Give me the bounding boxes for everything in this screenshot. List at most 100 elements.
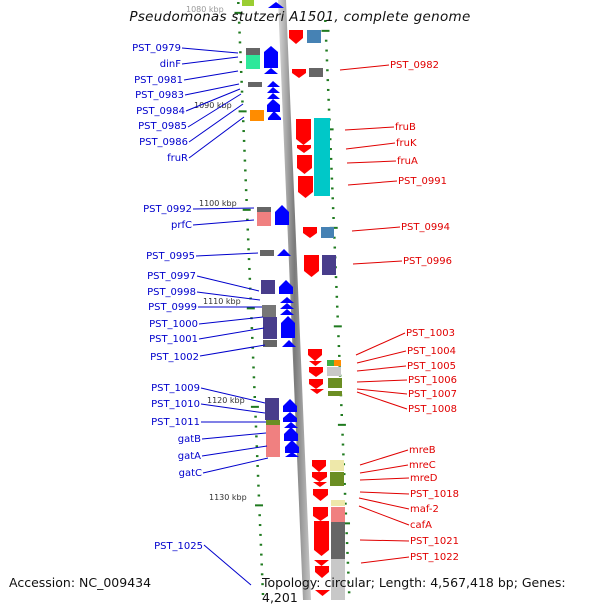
scale-tick xyxy=(330,167,333,170)
scale-tick xyxy=(327,108,331,111)
gene-label[interactable]: PST_1006 xyxy=(408,375,457,386)
gene-label[interactable]: mreC xyxy=(409,460,436,471)
scale-tick xyxy=(251,356,255,359)
reverse-arrow-icon xyxy=(304,255,319,277)
scale-tick xyxy=(342,453,345,456)
reverse-arrow-icon xyxy=(308,349,322,361)
label-connector xyxy=(203,544,252,586)
gene-label[interactable]: PST_1025 xyxy=(154,541,203,552)
scale-label: 1100 kbp xyxy=(199,199,237,208)
scale-tick xyxy=(343,482,346,485)
gene-label[interactable]: PST_0997 xyxy=(147,271,196,282)
genome-summary-text: Topology: circular; Length: 4,567,418 bp… xyxy=(262,575,566,605)
label-connector xyxy=(192,207,255,210)
gene-label[interactable]: PST_1018 xyxy=(410,489,459,500)
label-connector xyxy=(183,70,239,81)
gene-label[interactable]: PST_0981 xyxy=(134,75,183,86)
gene-label[interactable]: mreD xyxy=(410,473,438,484)
scale-tick xyxy=(240,90,244,93)
gene-block xyxy=(328,391,342,396)
scale-tick xyxy=(252,376,256,379)
gene-label[interactable]: PST_1001 xyxy=(149,334,198,345)
scale-tick xyxy=(335,305,339,308)
gene-label[interactable]: PST_1003 xyxy=(406,328,455,339)
left-label-connectors xyxy=(181,47,269,586)
scale-tick xyxy=(330,177,334,180)
scale-tick xyxy=(258,524,262,527)
scale-tick xyxy=(246,228,250,231)
scale-tick xyxy=(243,149,246,152)
gene-label[interactable]: PST_1021 xyxy=(410,536,459,547)
gene-label[interactable]: PST_0992 xyxy=(143,204,192,215)
gene-label[interactable]: PST_1007 xyxy=(408,389,457,400)
scale-tick xyxy=(335,295,339,298)
gene-label[interactable]: PST_0991 xyxy=(398,176,447,187)
gene-label[interactable]: gatC xyxy=(179,468,202,479)
gene-label[interactable]: PST_1002 xyxy=(150,352,199,363)
gene-label[interactable]: PST_0996 xyxy=(403,256,452,267)
label-connector xyxy=(359,539,410,542)
scale-tick xyxy=(238,110,247,113)
scale-tick xyxy=(260,563,263,566)
scale-tick xyxy=(253,396,256,398)
scale-tick xyxy=(346,551,349,554)
gene-label[interactable]: PST_0998 xyxy=(147,287,196,298)
gene-label[interactable]: mreB xyxy=(409,445,436,456)
gene-label[interactable]: dinF xyxy=(160,59,181,70)
label-connector xyxy=(202,457,269,474)
gene-label[interactable]: PST_1022 xyxy=(410,552,459,563)
scale-tick xyxy=(331,187,334,190)
reverse-arrow-icon xyxy=(314,521,329,556)
gene-label[interactable]: PST_0994 xyxy=(401,222,450,233)
reverse-arrow-icon xyxy=(313,489,328,501)
label-connector xyxy=(201,432,267,440)
label-connector xyxy=(200,387,266,404)
forward-arrow-icon xyxy=(285,452,299,457)
scale-label: 1120 kbp xyxy=(207,396,245,405)
gene-block xyxy=(257,207,271,213)
scale-tick xyxy=(333,325,342,328)
gene-label[interactable]: PST_0999 xyxy=(148,302,197,313)
gene-label[interactable]: PST_0982 xyxy=(390,60,439,71)
reverse-arrow-icon xyxy=(312,472,327,482)
scale-tick xyxy=(250,405,259,408)
gene-label[interactable]: PST_0979 xyxy=(132,43,181,54)
scale-tick xyxy=(338,354,341,357)
label-connector xyxy=(345,142,396,150)
gene-label[interactable]: gatB xyxy=(178,434,201,445)
gene-label[interactable]: fruK xyxy=(396,138,417,149)
gene-label[interactable]: PST_0995 xyxy=(146,251,195,262)
gene-label[interactable]: PST_1011 xyxy=(151,417,200,428)
scale-tick xyxy=(337,345,341,348)
scale-tick xyxy=(238,31,241,34)
scale-label: 1080 kbp xyxy=(186,5,224,14)
gene-label[interactable]: prfC xyxy=(171,220,192,231)
scale-tick xyxy=(347,591,351,594)
forward-arrow-icon xyxy=(283,399,297,412)
scale-tick xyxy=(345,532,348,535)
gene-label[interactable]: fruR xyxy=(167,153,188,164)
gene-label[interactable]: gatA xyxy=(178,451,201,462)
gene-label[interactable]: PST_1009 xyxy=(151,383,200,394)
gene-label[interactable]: PST_0984 xyxy=(136,106,185,117)
gene-label[interactable]: PST_1010 xyxy=(151,399,200,410)
gene-label[interactable]: PST_1000 xyxy=(149,319,198,330)
label-connector xyxy=(356,388,408,395)
gene-label[interactable]: PST_1008 xyxy=(408,404,457,415)
gene-block xyxy=(321,227,334,238)
gene-label[interactable]: cafA xyxy=(410,520,432,531)
gene-label[interactable]: PST_0983 xyxy=(135,90,184,101)
gene-label[interactable]: PST_1005 xyxy=(407,361,456,372)
scale-labels: 1080 kbp 1090 kbp 1100 kbp 1110 kbp 1120… xyxy=(186,5,247,502)
gene-block xyxy=(331,500,345,506)
gene-label[interactable]: maf-2 xyxy=(410,504,439,515)
gene-label[interactable]: PST_0985 xyxy=(138,121,187,132)
right-gene-labels: PST_0982 fruB fruK fruA PST_0991 PST_099… xyxy=(390,60,459,563)
gene-label[interactable]: PST_1004 xyxy=(407,346,456,357)
scale-tick xyxy=(326,69,329,72)
scale-tick xyxy=(329,138,332,141)
label-connector xyxy=(199,344,266,357)
gene-label[interactable]: fruA xyxy=(397,156,418,167)
gene-label[interactable]: fruB xyxy=(395,122,416,133)
gene-label[interactable]: PST_0986 xyxy=(139,137,188,148)
